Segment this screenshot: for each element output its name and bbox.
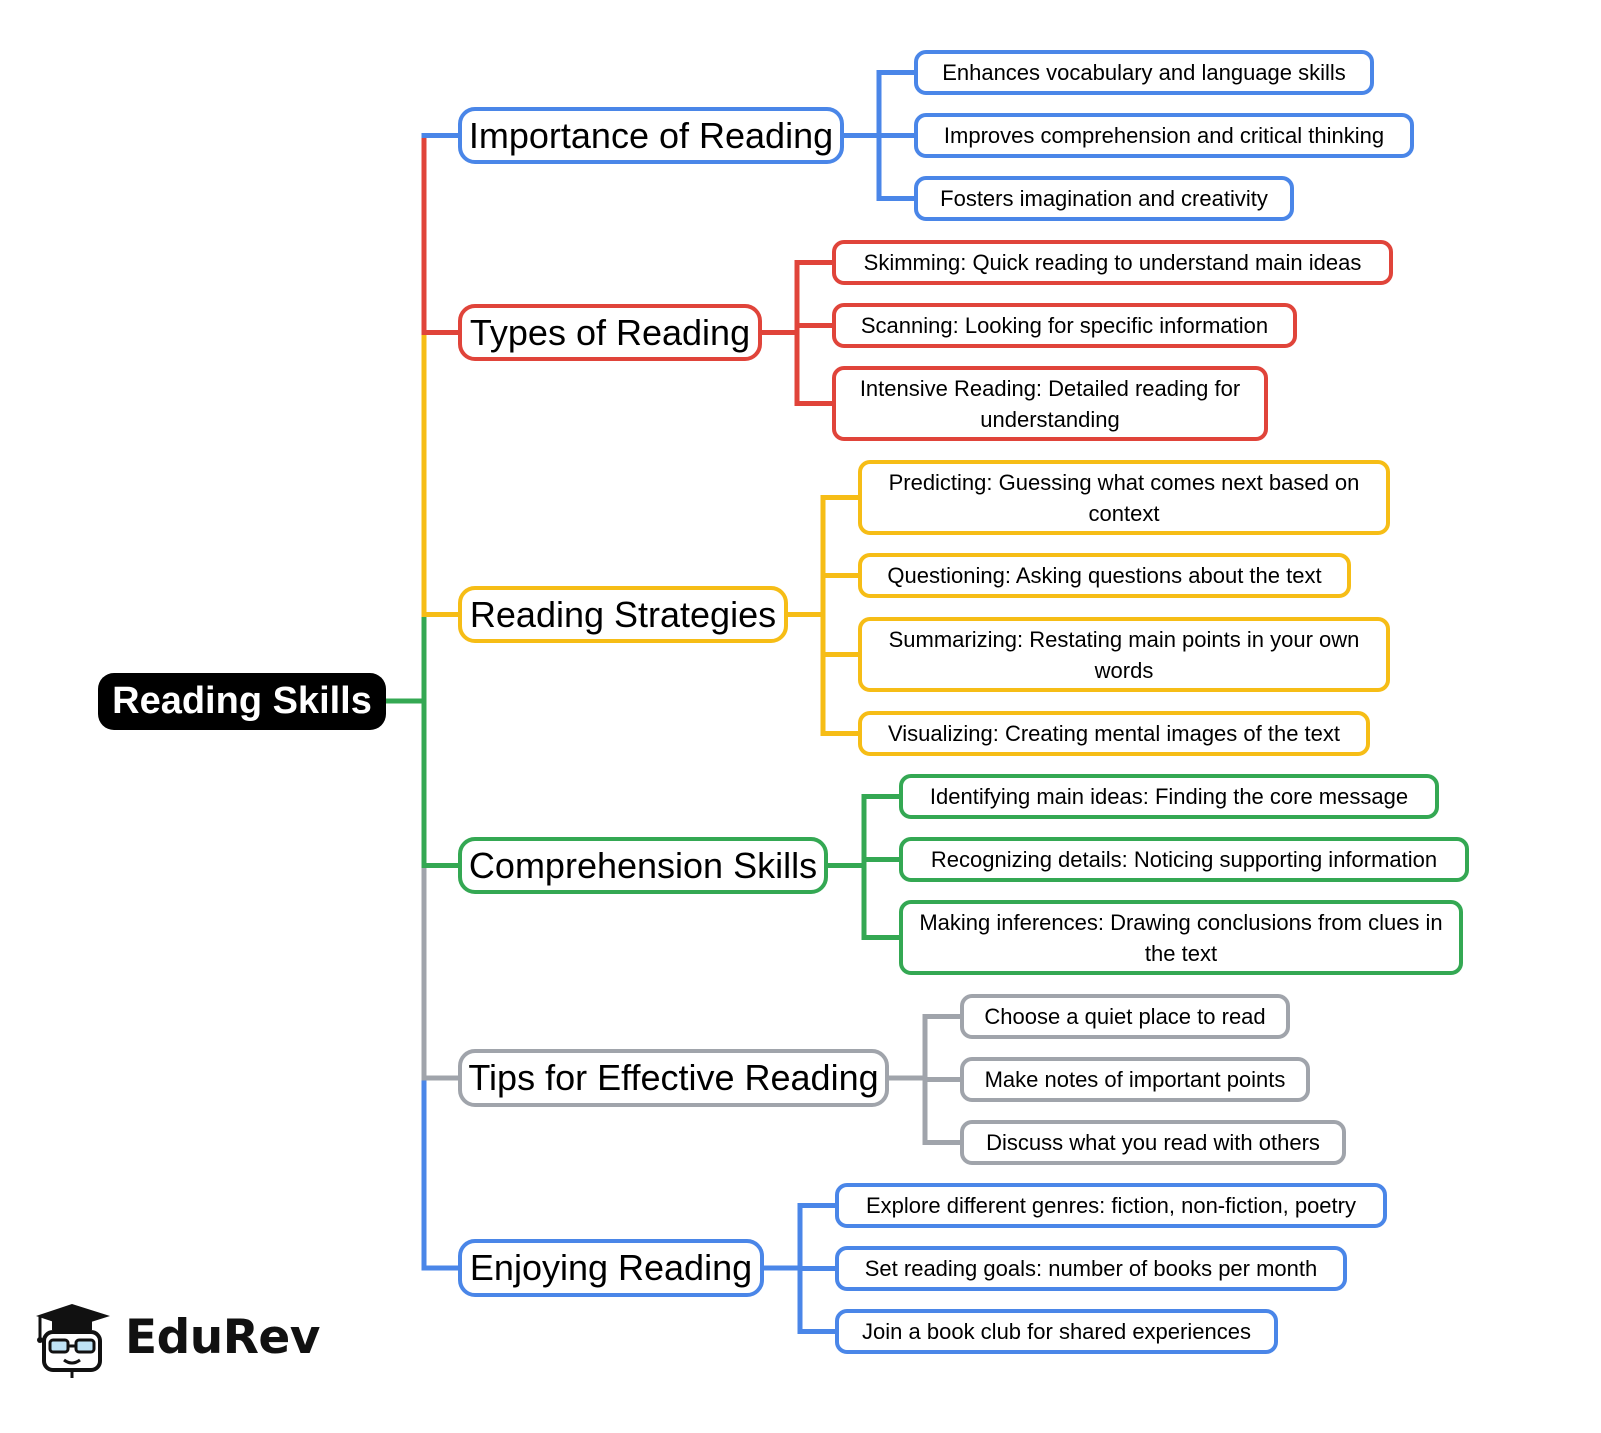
logo-text: EduRev — [125, 1310, 320, 1365]
leaf-node: Scanning: Looking for specific informati… — [832, 303, 1297, 348]
leaf-node: Make notes of important points — [960, 1057, 1310, 1102]
leaf-label: Recognizing details: Noticing supporting… — [930, 847, 1438, 872]
branch-node: Enjoying Reading — [458, 1239, 764, 1297]
branch-label: Comprehension Skills — [468, 844, 818, 886]
leaf-node: Discuss what you read with others — [960, 1120, 1346, 1165]
branch-label: Reading Strategies — [469, 593, 777, 635]
leaf-label: Choose a quiet place to read — [984, 1004, 1266, 1029]
branch-label: Importance of Reading — [468, 114, 834, 156]
graduation-cap-icon — [36, 1304, 110, 1378]
leaf-node: Recognizing details: Noticing supporting… — [899, 837, 1469, 882]
leaf-label: Questioning: Asking questions about the … — [887, 563, 1322, 588]
leaf-label: Join a book club for shared experiences — [862, 1319, 1251, 1344]
leaf-node: Intensive Reading: Detailed reading for … — [832, 366, 1268, 441]
branch-node: Importance of Reading — [458, 107, 844, 164]
leaf-label: Identifying main ideas: Finding the core… — [929, 784, 1409, 809]
leaf-label: Visualizing: Creating mental images of t… — [887, 721, 1341, 746]
leaf-node: Enhances vocabulary and language skills — [914, 50, 1374, 95]
leaf-node: Explore different genres: fiction, non-f… — [835, 1183, 1387, 1228]
leaf-node: Identifying main ideas: Finding the core… — [899, 774, 1439, 819]
leaf-node: Set reading goals: number of books per m… — [835, 1246, 1347, 1291]
leaf-node: Improves comprehension and critical thin… — [914, 113, 1414, 158]
leaf-label: Discuss what you read with others — [986, 1130, 1320, 1155]
branch-label: Types of Reading — [469, 311, 751, 353]
leaf-label: Predicting: Guessing what comes next bas… — [888, 469, 1360, 526]
leaf-node: Skimming: Quick reading to understand ma… — [832, 240, 1393, 285]
leaf-node: Questioning: Asking questions about the … — [858, 553, 1351, 598]
leaf-label: Enhances vocabulary and language skills — [942, 60, 1346, 85]
leaf-label: Explore different genres: fiction, non-f… — [866, 1193, 1356, 1218]
leaf-node: Fosters imagination and creativity — [914, 176, 1294, 221]
leaf-label: Set reading goals: number of books per m… — [864, 1256, 1318, 1281]
branch-node: Types of Reading — [458, 304, 762, 361]
branch-node: Comprehension Skills — [458, 837, 828, 894]
leaf-node: Making inferences: Drawing conclusions f… — [899, 900, 1463, 975]
root-label: Reading Skills — [112, 680, 372, 722]
leaf-label: Improves comprehension and critical thin… — [943, 123, 1385, 148]
branch-label: Tips for Effective Reading — [468, 1057, 879, 1098]
edurev-logo: EduRev — [30, 1298, 320, 1388]
leaf-label: Summarizing: Restating main points in yo… — [888, 626, 1360, 683]
leaf-node: Visualizing: Creating mental images of t… — [858, 711, 1370, 756]
leaf-label: Making inferences: Drawing conclusions f… — [919, 909, 1443, 966]
leaf-label: Make notes of important points — [984, 1067, 1286, 1092]
leaf-label: Intensive Reading: Detailed reading for … — [859, 375, 1241, 432]
branch-node: Reading Strategies — [458, 586, 788, 643]
leaf-node: Summarizing: Restating main points in yo… — [858, 617, 1390, 692]
branch-label: Enjoying Reading — [469, 1247, 753, 1288]
leaf-node: Choose a quiet place to read — [960, 994, 1290, 1039]
root-node: Reading Skills — [98, 673, 386, 730]
leaf-node: Predicting: Guessing what comes next bas… — [858, 460, 1390, 535]
leaf-label: Skimming: Quick reading to understand ma… — [863, 250, 1362, 275]
leaf-label: Scanning: Looking for specific informati… — [860, 313, 1269, 338]
leaf-node: Join a book club for shared experiences — [835, 1309, 1278, 1354]
leaf-label: Fosters imagination and creativity — [940, 186, 1268, 211]
branch-node: Tips for Effective Reading — [458, 1049, 889, 1107]
